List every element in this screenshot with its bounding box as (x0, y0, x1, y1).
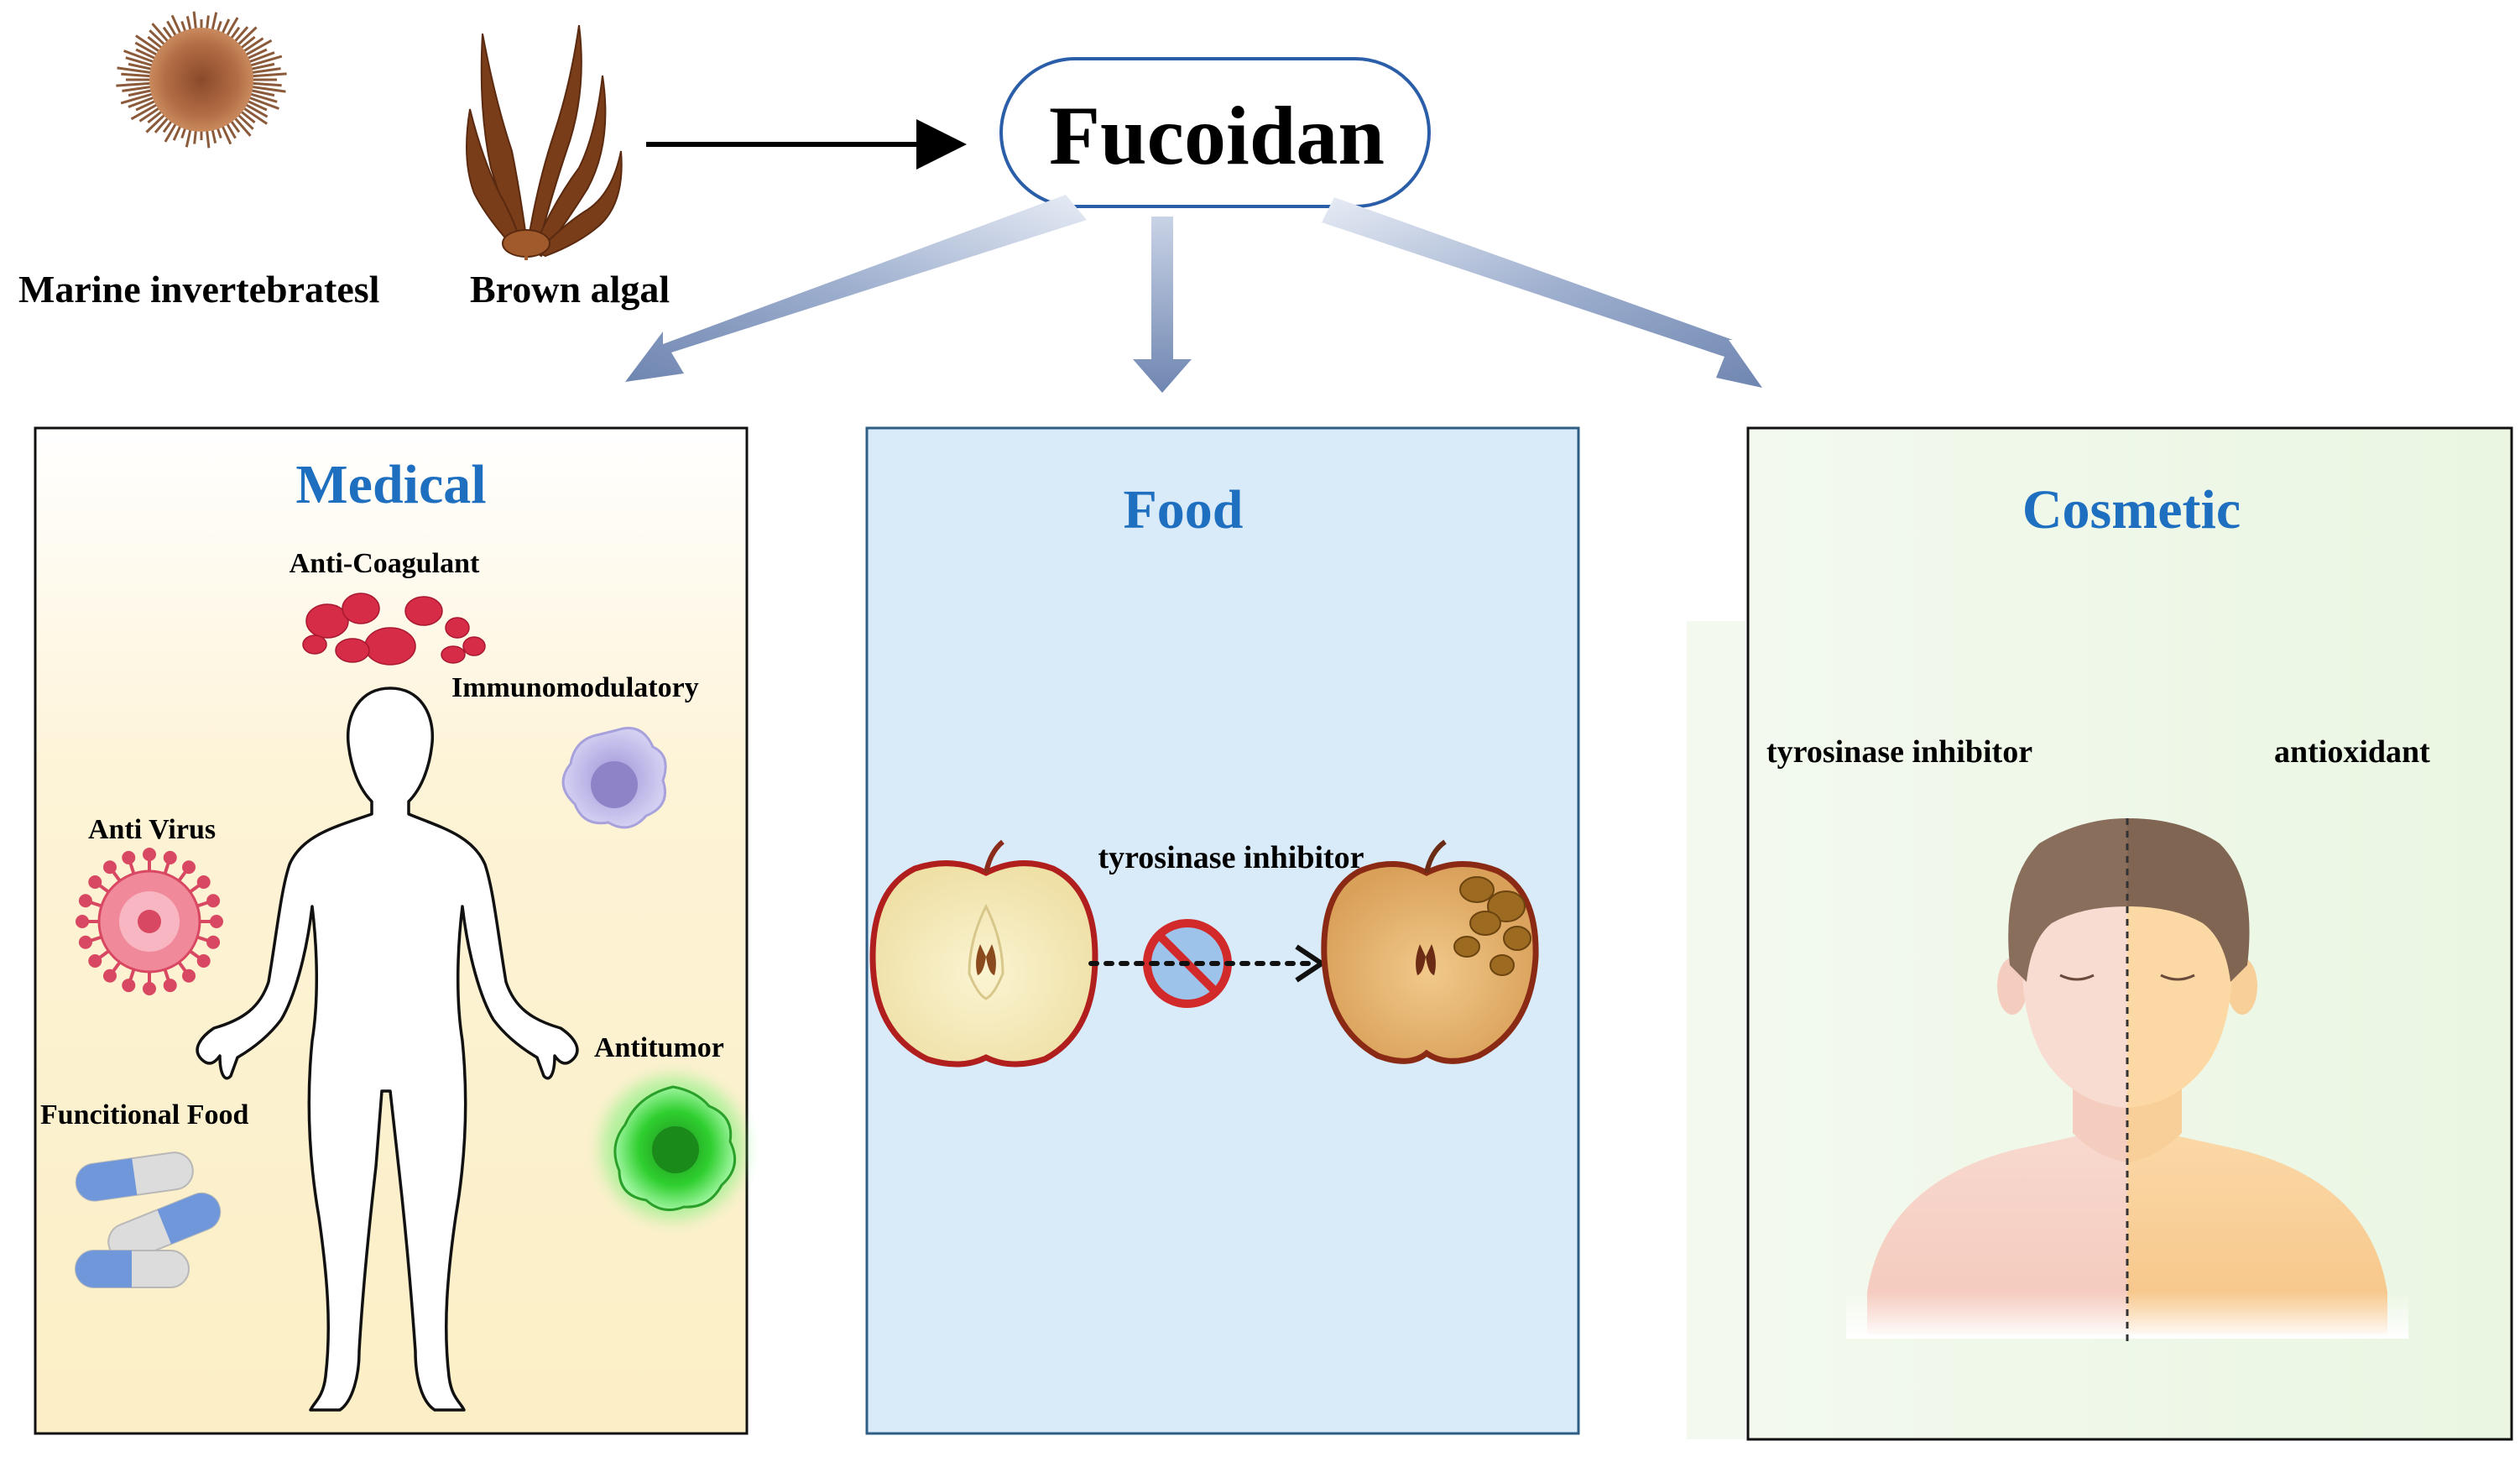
immune-cell-icon (561, 727, 667, 829)
fucoidan-node (999, 57, 1431, 208)
virus-icon (76, 848, 223, 995)
brown-algae-icon (466, 24, 623, 260)
capsule-pill-icon (75, 1151, 222, 1288)
browned-apple-icon (1321, 839, 1539, 1064)
fresh-apple-icon (869, 839, 1098, 1068)
cosmetic-backdrop (1687, 621, 1745, 1439)
sea-urchin-icon (116, 11, 287, 149)
face-portrait-icon (1846, 818, 2408, 1343)
tumor-cell-icon (602, 1077, 744, 1219)
human-body-icon (196, 687, 579, 1412)
blood-clot-icon (302, 593, 486, 666)
arrow-to-food (1133, 217, 1192, 393)
arrow-to-medical (625, 195, 1087, 382)
arrow-to-cosmetic (1322, 197, 1762, 388)
